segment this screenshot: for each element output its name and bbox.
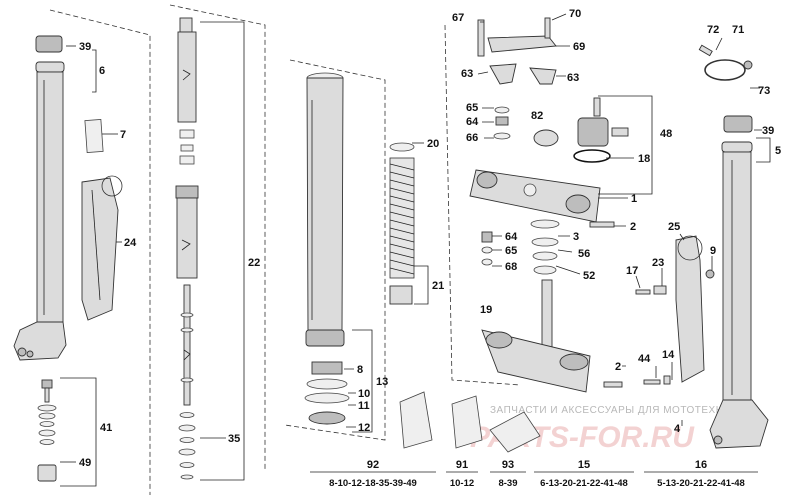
kit-91-contents: 10-12 <box>450 478 474 489</box>
label-10: 10 <box>358 388 370 400</box>
label-69: 69 <box>573 41 585 53</box>
label-56: 56 <box>578 248 590 260</box>
kit-93-contents: 8-39 <box>498 478 517 489</box>
top-clamp-parts <box>477 17 629 163</box>
label-39-right: 39 <box>762 125 774 137</box>
label-41: 41 <box>100 422 112 434</box>
kit-93-number: 93 <box>502 459 514 471</box>
label-4: 4 <box>674 423 681 435</box>
label-67: 67 <box>452 12 464 24</box>
label-63-right: 63 <box>567 72 579 84</box>
kit-15-contents: 6-13-20-21-22-41-48 <box>540 478 628 489</box>
kit-91-number: 91 <box>456 459 468 471</box>
watermark-tagline: ЗАПЧАСТИ И АКСЕССУАРЫ ДЛЯ МОТОТЕХНИКИ <box>490 405 745 416</box>
label-6: 6 <box>99 65 105 77</box>
part-71-clamp-ring <box>698 44 753 81</box>
label-63-left: 63 <box>461 68 473 80</box>
label-71: 71 <box>732 24 744 36</box>
label-11: 11 <box>358 400 370 412</box>
bearing-parts <box>481 219 560 275</box>
label-49: 49 <box>79 457 91 469</box>
inner-tube <box>305 72 345 347</box>
label-5: 5 <box>775 145 781 157</box>
label-8: 8 <box>357 364 363 376</box>
label-9: 9 <box>710 245 716 257</box>
part-41-screw-kit <box>37 379 57 445</box>
label-21: 21 <box>432 280 444 292</box>
part-labels: 39 6 7 24 41 49 22 35 20 21 8 13 10 11 1… <box>79 8 781 469</box>
part-13-seal-kit <box>304 361 350 425</box>
kit-15-number: 15 <box>578 459 590 471</box>
part-7-sticker <box>84 119 104 153</box>
label-7: 7 <box>120 129 126 141</box>
label-48: 48 <box>660 128 672 140</box>
kit-labels: 92 8-10-12-18-35-39-49 91 10-12 93 8-39 … <box>329 459 745 489</box>
kit-cards <box>399 391 541 453</box>
part-5-outer-tube-right <box>709 115 769 449</box>
label-20: 20 <box>427 138 439 150</box>
label-23: 23 <box>652 257 664 269</box>
label-17: 17 <box>626 265 638 277</box>
label-12: 12 <box>358 422 370 434</box>
small-bolts-right <box>635 269 715 385</box>
leader-lines <box>60 13 771 487</box>
label-14: 14 <box>662 349 675 361</box>
kit-92-number: 92 <box>367 459 379 471</box>
label-65-bottom: 65 <box>505 245 517 257</box>
label-35: 35 <box>228 433 240 445</box>
part-19-bottom-triple-clamp <box>481 279 623 393</box>
part-49-cap <box>37 464 57 482</box>
part-20-spring-seat <box>389 142 415 152</box>
part-6-outer-tube-left <box>13 35 67 361</box>
label-39-left: 39 <box>79 41 91 53</box>
kit-92-contents: 8-10-12-18-35-39-49 <box>329 478 417 489</box>
label-3: 3 <box>573 231 579 243</box>
label-72: 72 <box>707 24 719 36</box>
label-19: 19 <box>480 304 492 316</box>
label-2-top: 2 <box>630 221 636 233</box>
part-25-guard-right <box>675 235 705 383</box>
label-66: 66 <box>466 132 478 144</box>
label-13: 13 <box>376 376 388 388</box>
label-44: 44 <box>638 353 651 365</box>
part-24-guard <box>81 175 123 321</box>
kit-16-contents: 5-13-20-21-22-41-48 <box>657 478 745 489</box>
part-22-cartridge <box>175 17 199 480</box>
spring <box>389 157 415 279</box>
label-70: 70 <box>569 8 581 20</box>
part-1-top-triple-clamp <box>469 169 615 228</box>
label-52: 52 <box>583 270 595 282</box>
kit-16-number: 16 <box>695 459 707 471</box>
part-21-spacer <box>389 285 413 305</box>
label-65-top: 65 <box>466 102 478 114</box>
label-1: 1 <box>631 193 637 205</box>
label-64-bottom: 64 <box>505 231 518 243</box>
label-73: 73 <box>758 85 770 97</box>
label-64-top: 64 <box>466 116 479 128</box>
label-18: 18 <box>638 153 650 165</box>
label-2-bottom: 2 <box>615 361 621 373</box>
label-68: 68 <box>505 261 517 273</box>
label-25: 25 <box>668 221 680 233</box>
assembly-outlines <box>49 4 521 495</box>
label-82: 82 <box>531 110 543 122</box>
label-24: 24 <box>124 237 137 249</box>
label-22: 22 <box>248 257 260 269</box>
